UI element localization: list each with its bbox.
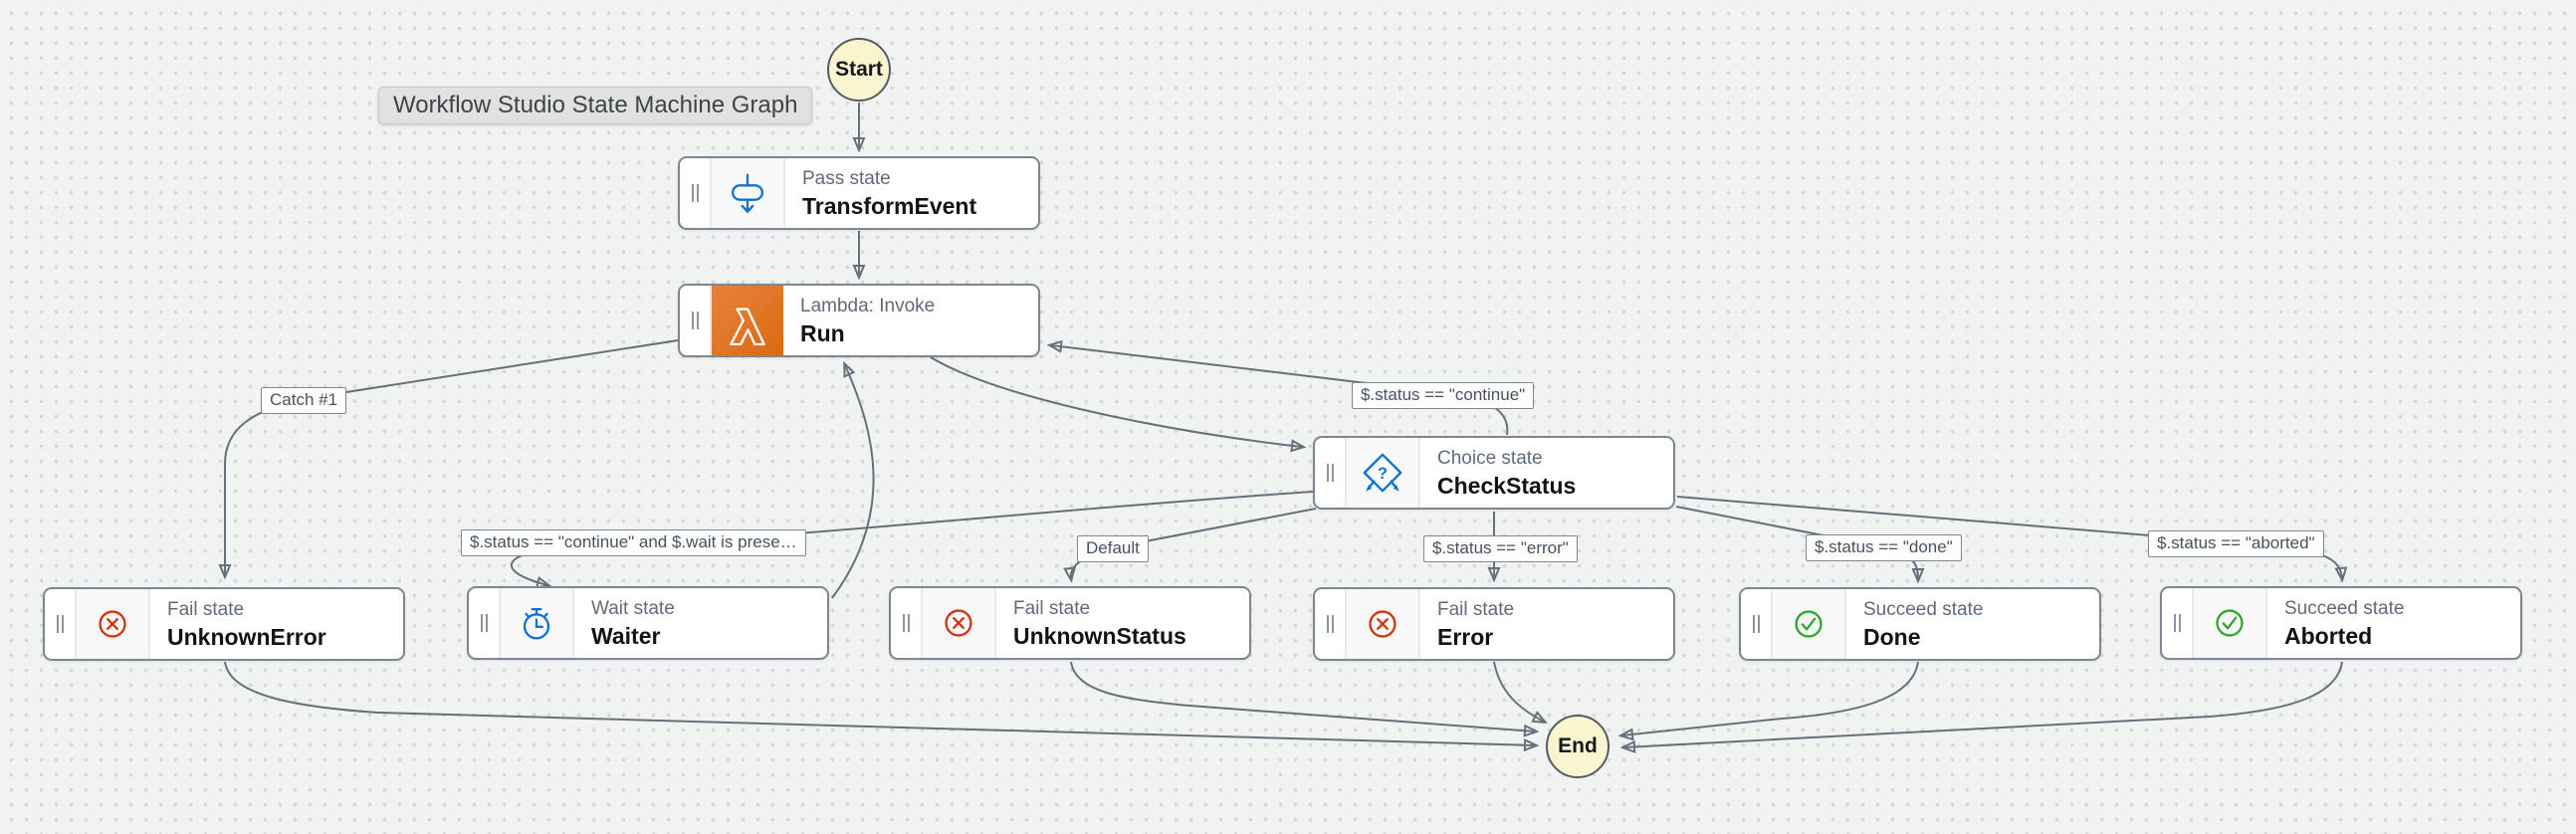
drag-handle[interactable]	[680, 158, 712, 228]
state-type-label: Wait state	[591, 597, 675, 619]
edge-done-end	[1622, 661, 1919, 735]
choice-icon: ?	[1347, 438, 1420, 508]
end-label: End	[1558, 734, 1598, 757]
state-type-label: Fail state	[167, 598, 245, 620]
state-name: UnknownStatus	[1013, 622, 1186, 649]
state-name: UnknownError	[167, 623, 326, 650]
state-name: CheckStatus	[1437, 472, 1577, 499]
drag-handle[interactable]	[469, 588, 501, 658]
edge-label-catch-1: Catch #1	[261, 387, 347, 414]
drag-handle[interactable]	[1315, 438, 1347, 508]
state-node-error[interactable]: Fail state Error	[1313, 587, 1675, 661]
edge-unknownerror-end	[224, 661, 1535, 745]
state-type-label: Succeed state	[1863, 598, 1984, 620]
state-node-transformevent[interactable]: Pass state TransformEvent	[678, 156, 1040, 230]
drag-handle[interactable]	[680, 286, 712, 355]
state-type-label: Succeed state	[2284, 597, 2405, 619]
state-name: Waiter	[591, 622, 661, 649]
edge-label-status-continue: $.status == "continue"	[1352, 382, 1535, 409]
state-node-run[interactable]: Lambda: Invoke Run	[678, 284, 1040, 357]
state-name: Aborted	[2284, 622, 2373, 649]
drag-handle[interactable]	[891, 588, 923, 658]
state-name: Error	[1437, 623, 1494, 650]
state-name: Done	[1863, 623, 1921, 650]
wait-icon	[501, 588, 574, 658]
edge-label-status-continue-wait-present: $.status == "continue" and $.wait is pre…	[461, 529, 806, 556]
edge-error-end	[1493, 661, 1544, 722]
lambda-icon	[712, 286, 783, 355]
state-type-label: Pass state	[802, 167, 891, 189]
start-label: Start	[835, 58, 883, 81]
fail-icon	[1347, 589, 1420, 659]
fail-icon	[77, 589, 150, 659]
drag-handle[interactable]	[45, 589, 77, 659]
state-node-checkstatus[interactable]: ? Choice state CheckStatus	[1313, 436, 1675, 510]
state-node-waiter[interactable]: Wait state Waiter	[467, 586, 829, 660]
drag-handle[interactable]	[1315, 589, 1347, 659]
state-node-aborted[interactable]: Succeed state Aborted	[2160, 586, 2522, 660]
state-node-unknownstatus[interactable]: Fail state UnknownStatus	[889, 586, 1251, 660]
state-name: Run	[800, 319, 845, 346]
edge-waiter-run	[831, 365, 875, 599]
state-name: TransformEvent	[802, 192, 977, 219]
state-node-unknownerror[interactable]: Fail state UnknownError	[43, 587, 405, 661]
state-node-done[interactable]: Succeed state Done	[1739, 587, 2101, 661]
end-node: End	[1546, 715, 1610, 778]
pass-icon	[712, 158, 785, 228]
edge-label-status-done: $.status == "done"	[1806, 534, 1962, 561]
edge-aborted-end	[1624, 661, 2343, 747]
graph-tooltip: Workflow Studio State Machine Graph	[378, 87, 813, 124]
edge-label-status-error: $.status == "error"	[1423, 535, 1578, 562]
drag-handle[interactable]	[2162, 588, 2194, 658]
edge-run-checkstatus	[930, 356, 1302, 447]
svg-text:?: ?	[1378, 465, 1388, 483]
edge-unknownstatus-end	[1070, 661, 1535, 731]
edge-label-status-aborted: $.status == "aborted"	[2148, 530, 2324, 557]
drag-handle[interactable]	[1741, 589, 1773, 659]
state-type-label: Fail state	[1437, 598, 1515, 620]
state-type-label: Fail state	[1013, 597, 1091, 619]
fail-icon	[923, 588, 996, 658]
state-type-label: Choice state	[1437, 447, 1543, 469]
succeed-icon	[1773, 589, 1846, 659]
start-node: Start	[827, 38, 891, 102]
succeed-icon	[2194, 588, 2267, 658]
state-type-label: Lambda: Invoke	[800, 295, 936, 316]
edge-label-default: Default	[1077, 535, 1149, 562]
